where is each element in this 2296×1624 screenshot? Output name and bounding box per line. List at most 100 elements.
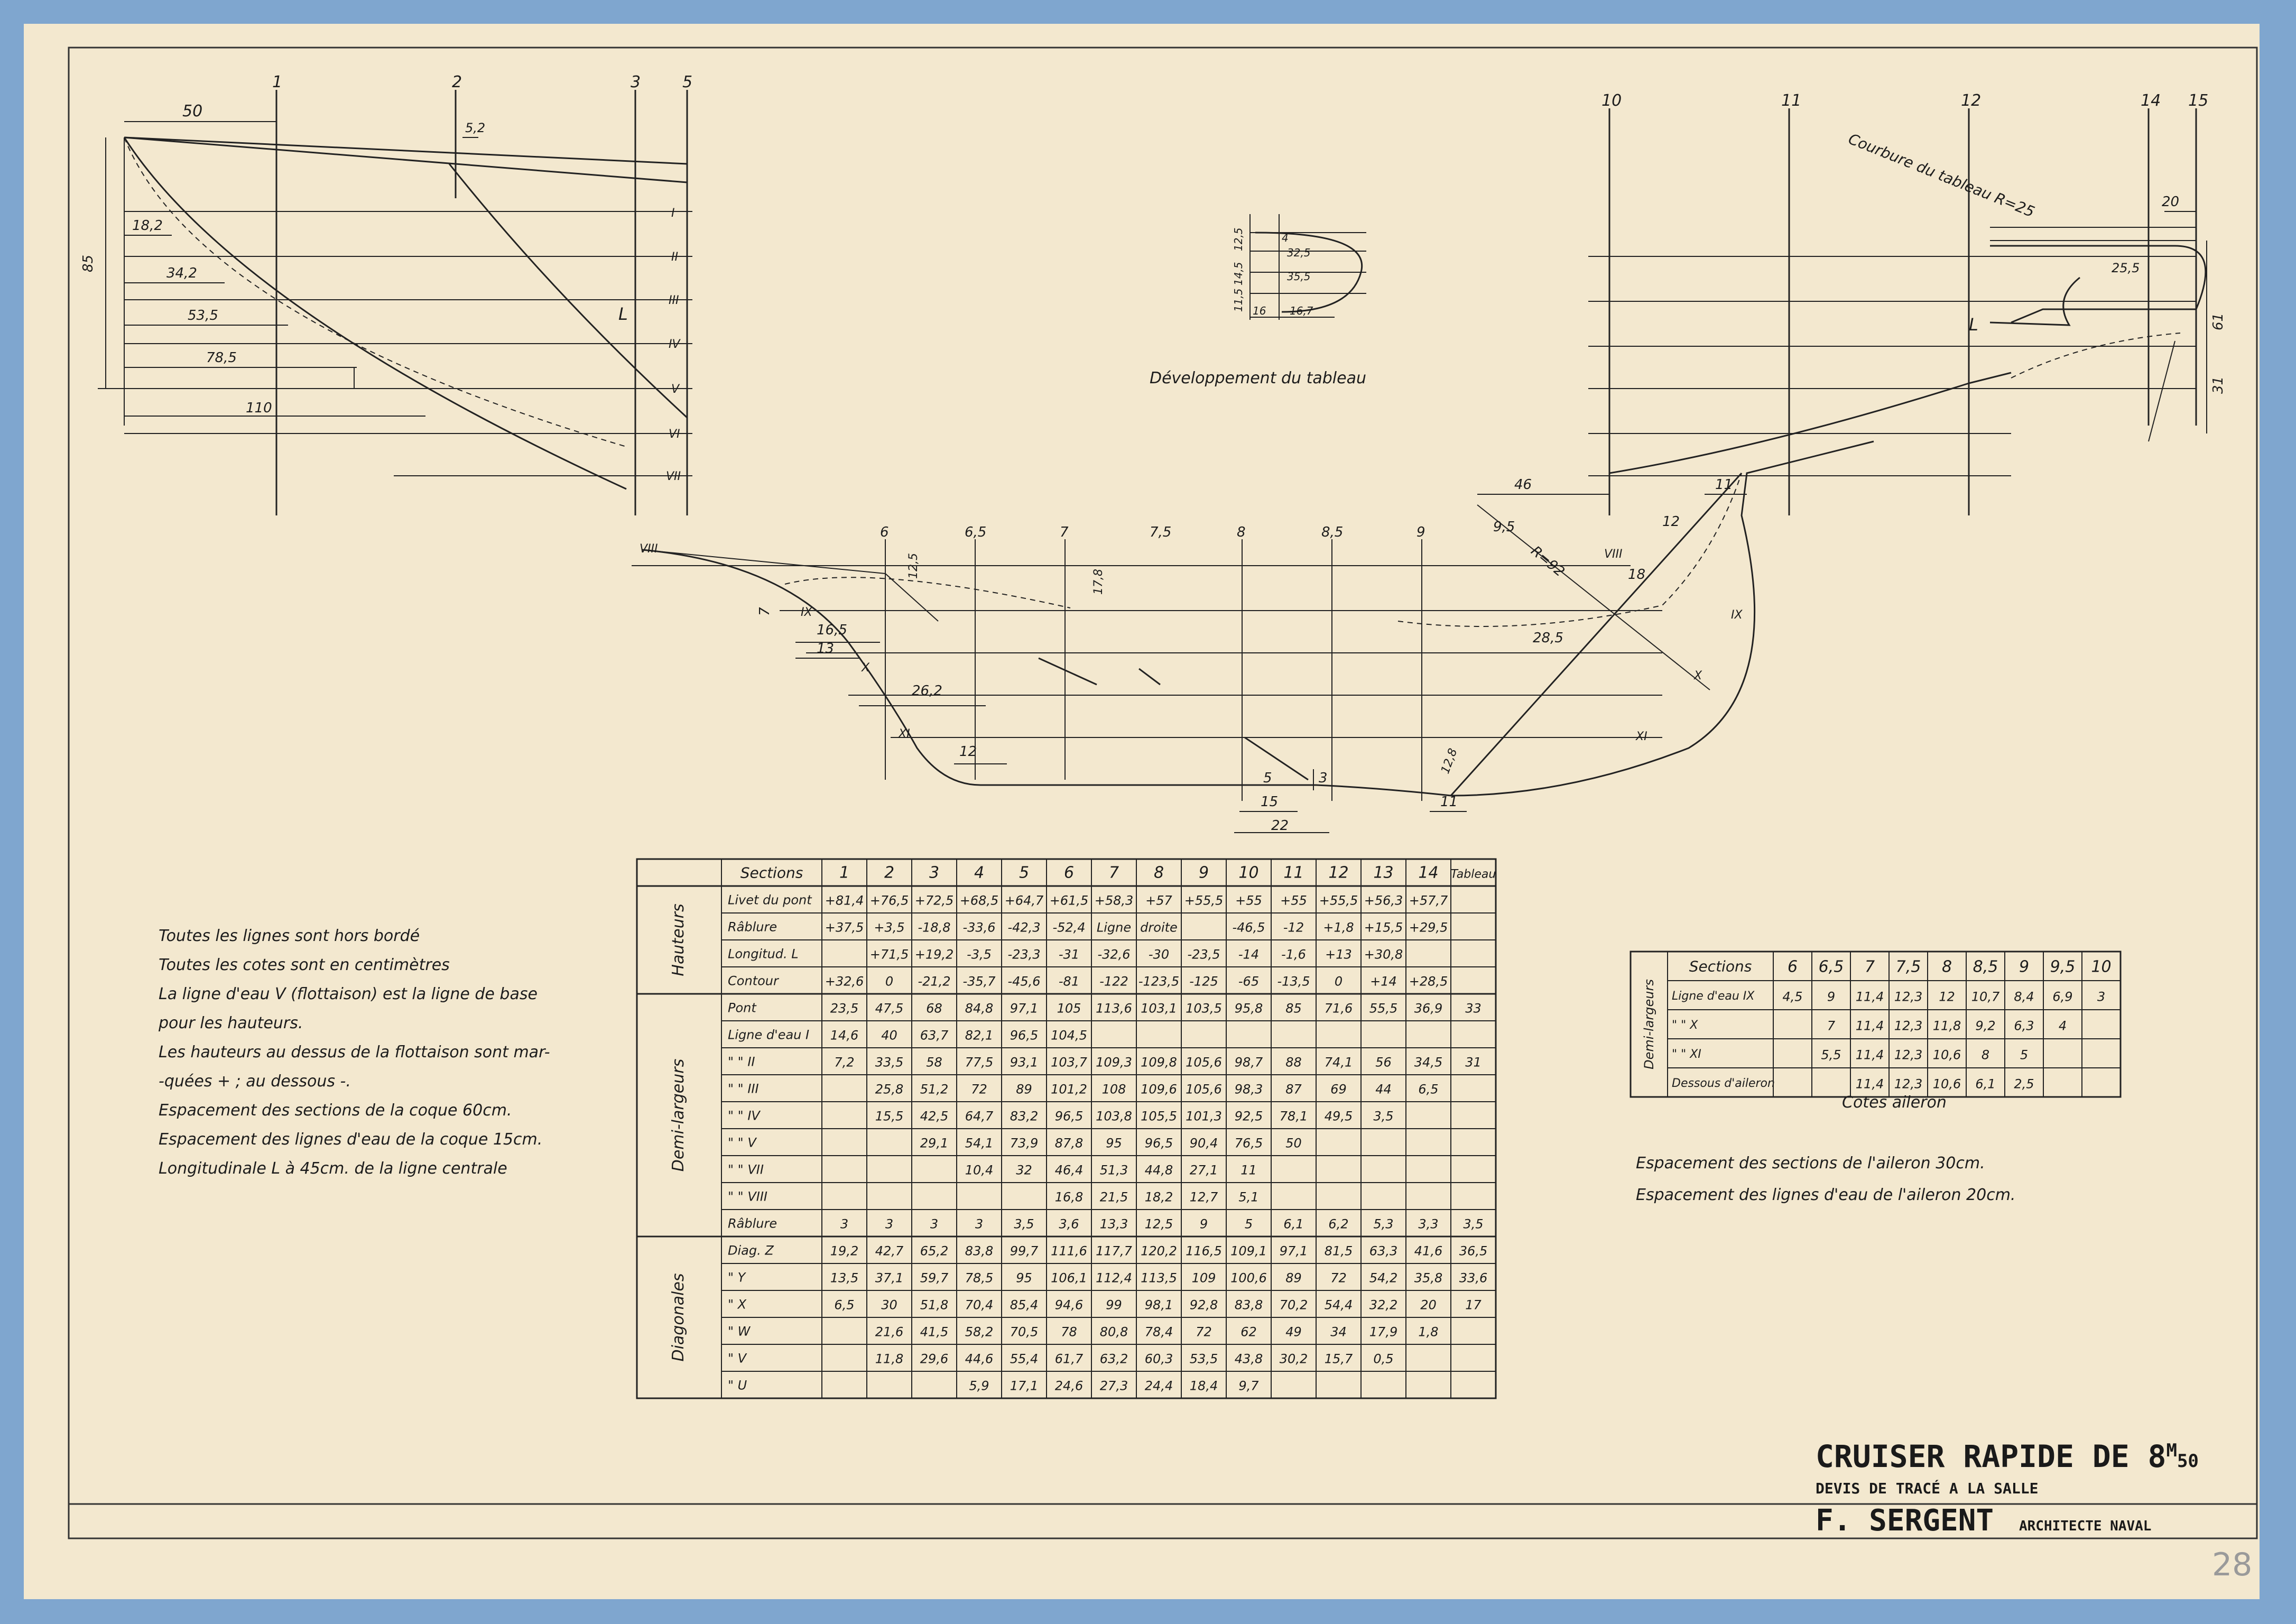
table-cell: 11,8: [875, 1352, 903, 1367]
table-cell: 3,5: [1014, 1217, 1034, 1232]
table-cell: 5,5: [1821, 1048, 1841, 1063]
table-cell: 83,8: [965, 1244, 993, 1259]
table-cell: 32: [1016, 1163, 1032, 1178]
table-cell: 24,6: [1055, 1379, 1083, 1394]
table-header: 4: [974, 864, 984, 882]
table-cell: 6,5: [1418, 1082, 1438, 1097]
drawing-frame: [68, 47, 2258, 1539]
table-cell: 3,5: [1463, 1217, 1483, 1232]
table-cell: 31: [1465, 1055, 1482, 1070]
row-label: Dessous d'aileron: [1672, 1077, 1775, 1090]
dim-label: 34,2: [166, 265, 197, 281]
dim-label: 18: [1628, 567, 1645, 583]
table-header: 12: [1328, 864, 1348, 882]
table-cell: 99,7: [1010, 1244, 1039, 1259]
dim-label: 32,5: [1287, 246, 1311, 259]
table-header: 7: [1109, 864, 1119, 882]
table-header: 14: [1418, 864, 1438, 882]
table-cell: 95,8: [1235, 1001, 1263, 1016]
group-label: Demi-largeurs: [669, 1059, 688, 1171]
dim-label: 53,5: [188, 308, 218, 324]
dim-label: 61: [2210, 313, 2226, 330]
table-header: 1: [839, 864, 849, 882]
group-label: Demi-largeurs: [1642, 979, 1656, 1069]
table-cell: 21,6: [875, 1325, 903, 1340]
table-header: 11: [1283, 864, 1303, 882]
row-label: Ligne d'eau I: [728, 1028, 809, 1042]
table-cell: -18,8: [918, 920, 950, 935]
station-label: 3: [631, 73, 641, 91]
table-cell: 84,8: [965, 1001, 993, 1016]
dim-label: 18,2: [132, 218, 163, 234]
table-cell: +55,5: [1184, 893, 1224, 908]
table-cell: -32,6: [1097, 947, 1130, 962]
table-cell: 5,3: [1373, 1217, 1393, 1232]
table-cell: 85: [1285, 1001, 1302, 1016]
table-cell: 42,5: [920, 1109, 948, 1124]
table-cell: 105: [1057, 1001, 1081, 1016]
plan-drawing: 1 2 3 5 50 5,2 18,2 34,2 53,5 78,5 110 8…: [68, 47, 2258, 1583]
dim-label: 78,5: [206, 350, 237, 366]
dim-label: 28,5: [1533, 630, 1563, 646]
dim-label: 25,5: [2112, 261, 2140, 275]
table-cell: 34: [1330, 1325, 1347, 1340]
table-cell: 8,4: [2014, 990, 2034, 1004]
table-cell: +64,7: [1005, 893, 1044, 908]
table-cell: 6,9: [2052, 990, 2072, 1004]
station-label: 12: [1961, 91, 1981, 110]
table-header: 13: [1373, 864, 1393, 882]
table-cell: -12: [1283, 920, 1304, 935]
row-label: Diag. Z: [728, 1243, 774, 1258]
table-cell: 7: [1827, 1019, 1836, 1034]
table-cell: 34,5: [1414, 1055, 1442, 1070]
table-cell: 70,5: [1010, 1325, 1038, 1340]
table-cell: 98,1: [1145, 1298, 1173, 1313]
table-header: 6,5: [1819, 958, 1844, 976]
table-cell: +55,5: [1319, 893, 1358, 908]
table-cell: +71,5: [870, 947, 909, 962]
table-cell: 3: [885, 1217, 893, 1232]
waterline-label: I: [671, 207, 675, 220]
table-cell: 95: [1016, 1271, 1032, 1286]
dim-label: 11: [1715, 477, 1733, 493]
table-header: 7: [1865, 958, 1875, 976]
table-cell: 44,8: [1145, 1163, 1173, 1178]
table-cell: 29,1: [920, 1136, 948, 1151]
table-header: 10: [2091, 958, 2111, 976]
table-header: 7,5: [1896, 958, 1921, 976]
dim-label: 12: [959, 744, 977, 760]
dim-label: 110: [246, 400, 272, 416]
table-cell: 105,5: [1141, 1109, 1177, 1124]
table-cell: 56: [1375, 1055, 1392, 1070]
table-cell: 12,3: [1894, 990, 1922, 1004]
table-cell: +55: [1280, 893, 1307, 908]
waterline-label: III: [669, 294, 679, 307]
table-cell: 13,5: [830, 1271, 858, 1286]
table-cell: 87,8: [1055, 1136, 1083, 1151]
table-cell: 81,5: [1325, 1244, 1353, 1259]
table-cell: 35,8: [1414, 1271, 1442, 1286]
table-cell: -42,3: [1007, 920, 1040, 935]
tableau-caption: Développement du tableau: [1150, 369, 1366, 387]
station-label: 9,5: [1493, 519, 1515, 535]
row-label: Pont: [728, 1001, 757, 1016]
table-cell: 105,6: [1186, 1055, 1222, 1070]
dim-label: 26,2: [912, 683, 942, 699]
row-label: " " VII: [728, 1162, 764, 1177]
page-number: 28: [2212, 1546, 2252, 1583]
dim-label: 3: [1319, 770, 1328, 786]
station-label: 7: [1060, 524, 1069, 540]
table-cell: 63,2: [1100, 1352, 1128, 1367]
table-cell: 105,6: [1186, 1082, 1222, 1097]
title-main: CRUISER RAPIDE DE 8M50: [1816, 1438, 2199, 1474]
table-cell: 20: [1420, 1298, 1437, 1313]
table-cell: 60,3: [1145, 1352, 1173, 1367]
table-cell: 92,5: [1235, 1109, 1263, 1124]
station-label: 5: [682, 73, 692, 91]
table-cell: 3,6: [1059, 1217, 1079, 1232]
table-cell: -35,7: [962, 974, 996, 989]
table-cell: -46,5: [1232, 920, 1265, 935]
table-cell: 77,5: [965, 1055, 993, 1070]
table-cell: 98,3: [1235, 1082, 1263, 1097]
